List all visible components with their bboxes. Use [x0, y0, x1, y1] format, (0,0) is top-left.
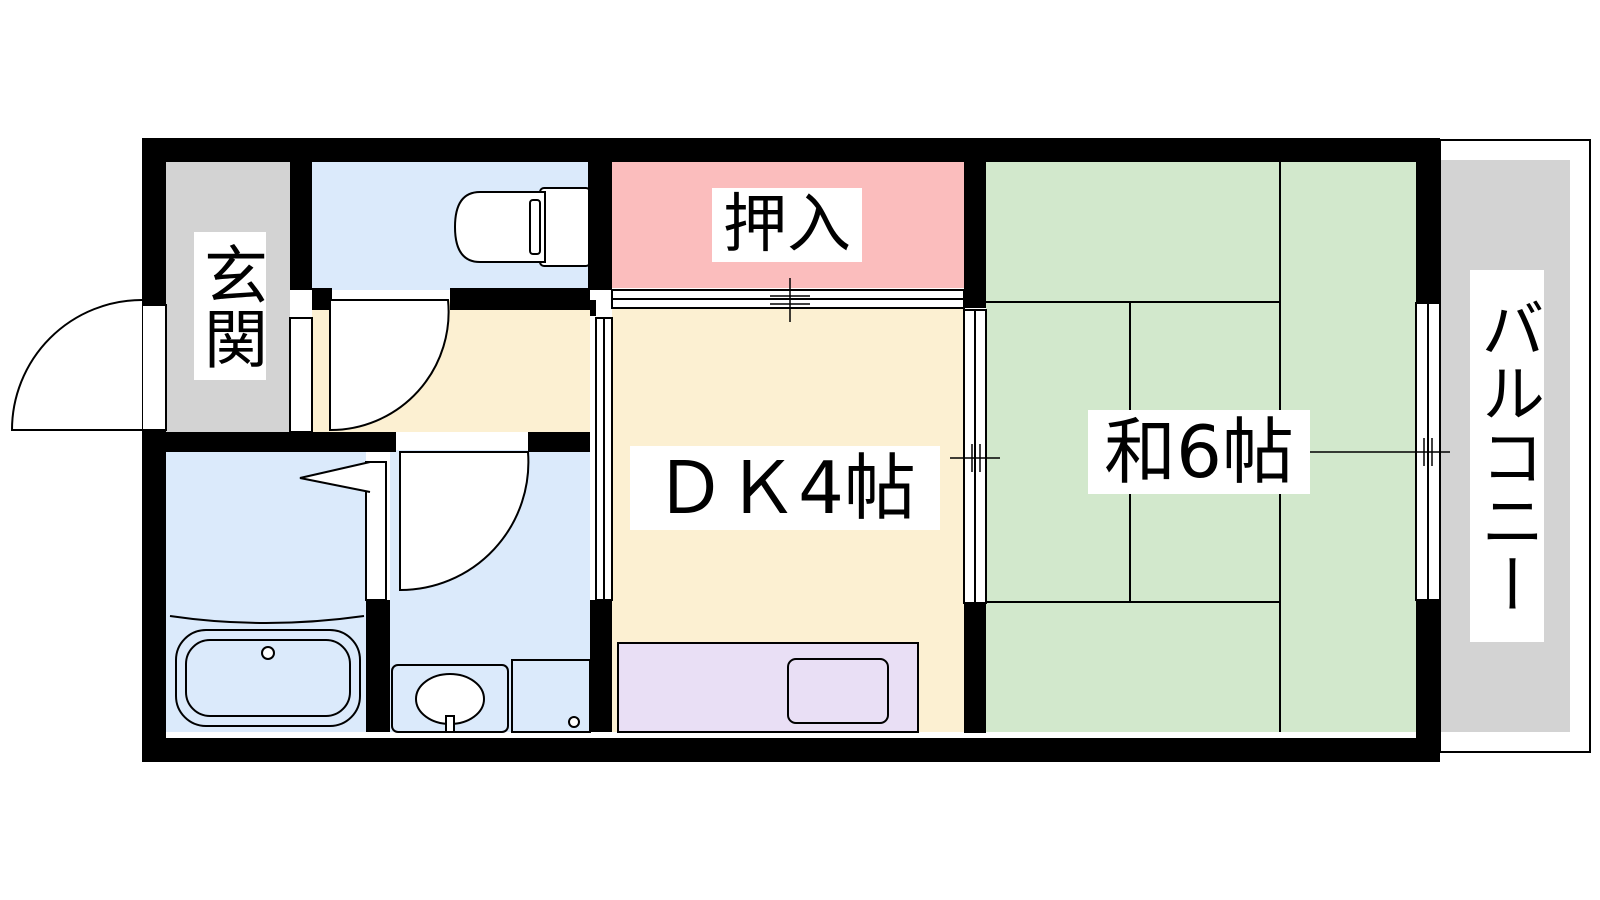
- dining-kitchen-label: ＤＫ4帖: [630, 446, 940, 530]
- washbasin-icon: [391, 664, 509, 733]
- washing-machine-pan-icon: [511, 659, 591, 733]
- entrance-label: 玄関: [193, 232, 267, 380]
- bathtub-icon: [169, 615, 365, 727]
- kitchen-sink-icon: [787, 658, 889, 724]
- walls: [142, 138, 1440, 762]
- closet-label: 押入: [712, 188, 862, 262]
- balcony-label: バルコニー: [1470, 270, 1544, 642]
- toilet-icon: [453, 187, 591, 267]
- japanese-room-label: 和6帖: [1088, 410, 1310, 494]
- center-lines: [770, 278, 1450, 472]
- door-swings: [10, 299, 530, 592]
